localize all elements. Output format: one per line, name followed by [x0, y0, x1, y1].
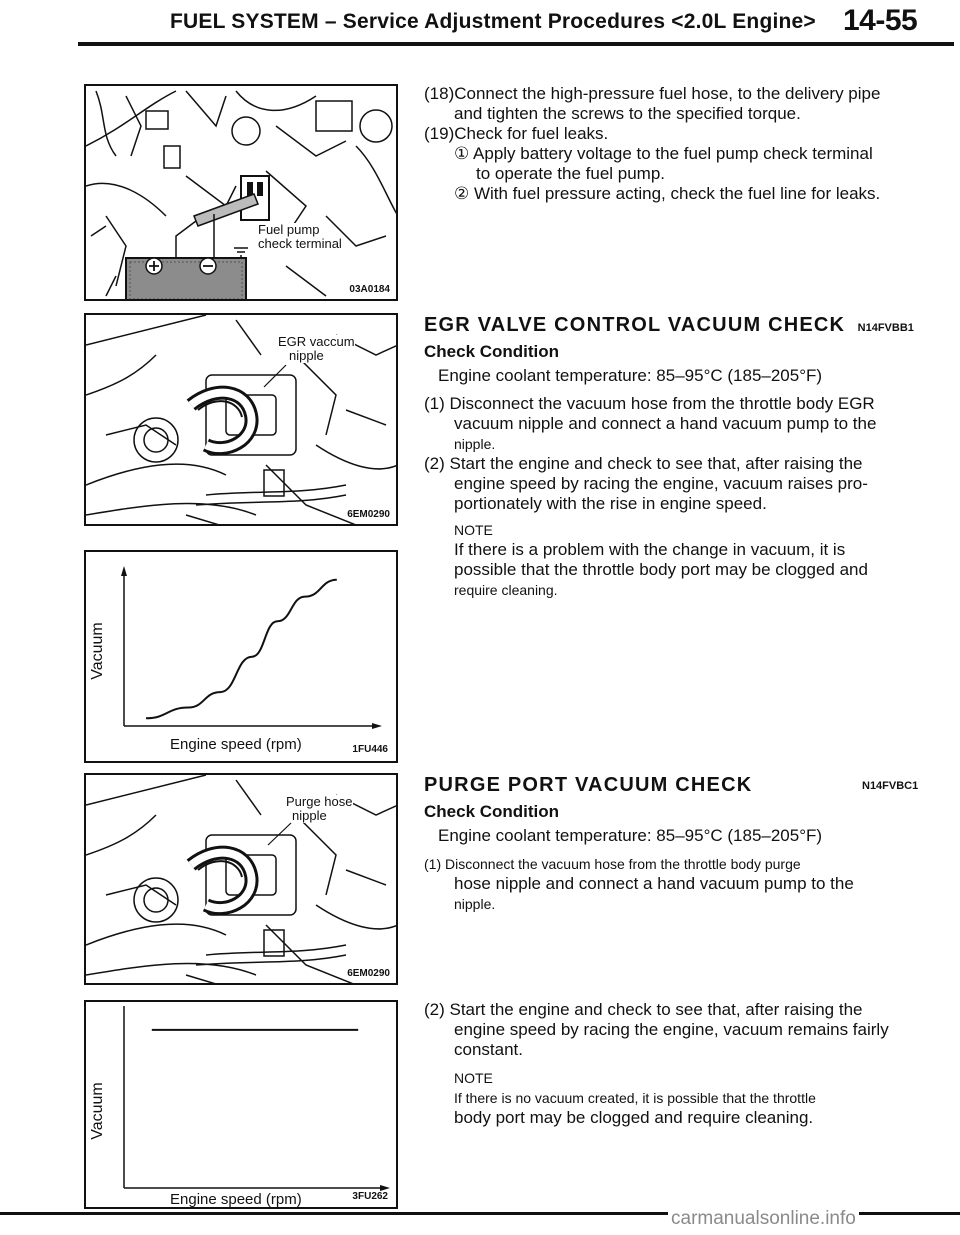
y-axis-label: Vacuum — [89, 622, 106, 680]
figure-code: 1FU446 — [352, 744, 388, 755]
x-axis-arrow — [380, 1185, 390, 1191]
page-header-title: FUEL SYSTEM – Service Adjustment Procedu… — [170, 10, 816, 33]
purge-step-1-line2: hose nipple and connect a hand vacuum pu… — [454, 874, 854, 893]
egr-note-line1: If there is a problem with the change in… — [454, 540, 846, 559]
section-fuel-leak-steps: (18)Connect the high-pressure fuel hose,… — [424, 84, 944, 204]
purge-step-1-line1: (1) Disconnect the vacuum hose from the … — [424, 856, 801, 872]
throttle-body-illustration-egr — [86, 315, 396, 524]
section-heading-egr: EGR VALVE CONTROL VACUUM CHECK — [424, 314, 846, 336]
figure-fuel-pump-check-terminal: Fuel pump check terminal 03A0184 — [84, 84, 398, 301]
egr-step-2-line2: engine speed by racing the engine, vacuu… — [454, 474, 868, 493]
callout-nipple: nipple — [292, 808, 327, 823]
egr-step-2-line3: portionately with the rise in engine spe… — [454, 494, 767, 513]
purge-note-line1: If there is no vacuum created, it is pos… — [454, 1090, 816, 1106]
chart-plot-area — [121, 566, 382, 729]
figure-egr-vacuum-nipple: EGR vaccum nipple 6EM0290 — [84, 313, 398, 526]
step-19: (19)Check for fuel leaks. — [424, 124, 609, 143]
egr-note-line2: possible that the throttle body port may… — [454, 560, 868, 579]
purge-step-2-line3: constant. — [454, 1040, 523, 1059]
purge-note-line2: body port may be clogged and require cle… — [454, 1108, 814, 1127]
egr-step-2-line1: (2) Start the engine and check to see th… — [424, 454, 863, 473]
egr-note-label: NOTE — [454, 522, 493, 538]
purge-heading-row: PURGE PORT VACUUM CHECK N14FVBC1 — [424, 774, 954, 797]
check-condition-label: Check Condition — [424, 802, 560, 821]
y-axis-label: Vacuum — [89, 1082, 106, 1140]
x-axis-label: Engine speed (rpm) — [170, 736, 302, 753]
figure-code: 3FU262 — [352, 1191, 388, 1202]
egr-note-line3: require cleaning. — [454, 582, 558, 598]
check-condition-label: Check Condition — [424, 342, 560, 361]
egr-step-1-line1: (1) Disconnect the vacuum hose from the … — [424, 394, 875, 413]
check-condition-value: Engine coolant temperature: 85–95°C (185… — [438, 826, 823, 845]
purge-step-1-line3: nipple. — [454, 896, 496, 912]
chart-plot-area — [123, 1006, 390, 1191]
page-number: 14-55 — [843, 4, 918, 37]
purge-note-label: NOTE — [454, 1070, 493, 1086]
section-egr-body: Check Condition Engine coolant temperatu… — [424, 342, 944, 600]
x-axis-label: Engine speed (rpm) — [170, 1191, 302, 1208]
footer-rule — [0, 1212, 960, 1215]
series-line-vacuum — [145, 578, 337, 720]
watermark: carmanualsonline.info — [668, 1208, 859, 1230]
x-axis-arrow — [372, 723, 382, 729]
section-purge-body-bottom: (2) Start the engine and check to see th… — [424, 1000, 944, 1128]
step-18-line1: (18)Connect the high-pressure fuel hose,… — [424, 84, 881, 103]
callout-check-terminal: check terminal — [258, 236, 342, 251]
section-code-purge: N14FVBC1 — [862, 780, 919, 792]
egr-heading-row: EGR VALVE CONTROL VACUUM CHECK N14FVBB1 — [424, 314, 954, 337]
section-heading-purge: PURGE PORT VACUUM CHECK — [424, 774, 753, 796]
egr-step-1-line2: vacuum nipple and connect a hand vacuum … — [454, 414, 877, 433]
purge-step-2-line1: (2) Start the engine and check to see th… — [424, 1000, 863, 1019]
figure-code: 6EM0290 — [347, 509, 390, 520]
egr-step-1-line3: nipple. — [454, 436, 496, 452]
engine-illustration-fuel-pump — [86, 90, 396, 299]
header-rule — [78, 42, 954, 46]
purge-step-2-line2: engine speed by racing the engine, vacuu… — [454, 1020, 889, 1039]
callout-egr-vaccum: EGR vaccum — [278, 334, 355, 349]
substep-1-line2: to operate the fuel pump. — [476, 164, 666, 183]
substep-2: ② With fuel pressure acting, check the f… — [454, 184, 881, 203]
figure-code: 03A0184 — [349, 284, 390, 295]
y-axis-arrow — [121, 566, 127, 576]
section-purge-body-top: Check Condition Engine coolant temperatu… — [424, 802, 944, 914]
section-code-egr: N14FVBB1 — [857, 322, 914, 334]
chart-vacuum-vs-engine-speed-constant: Vacuum Engine speed (rpm) 3FU262 — [84, 1000, 398, 1209]
figure-purge-hose-nipple: Purge hose nipple 6EM0290 — [84, 773, 398, 985]
step-18-line2: and tighten the screws to the specified … — [454, 104, 801, 123]
figure-code: 6EM0290 — [347, 968, 390, 979]
callout-nipple: nipple — [289, 348, 324, 363]
throttle-body-illustration-purge — [86, 775, 396, 983]
check-condition-value: Engine coolant temperature: 85–95°C (185… — [438, 366, 823, 385]
callout-purge-hose: Purge hose — [286, 794, 353, 809]
chart-vacuum-vs-engine-speed-rising: Vacuum Engine speed (rpm) 1FU446 — [84, 550, 398, 763]
callout-fuel-pump: Fuel pump — [258, 222, 320, 237]
substep-1-line1: ① Apply battery voltage to the fuel pump… — [454, 144, 873, 163]
